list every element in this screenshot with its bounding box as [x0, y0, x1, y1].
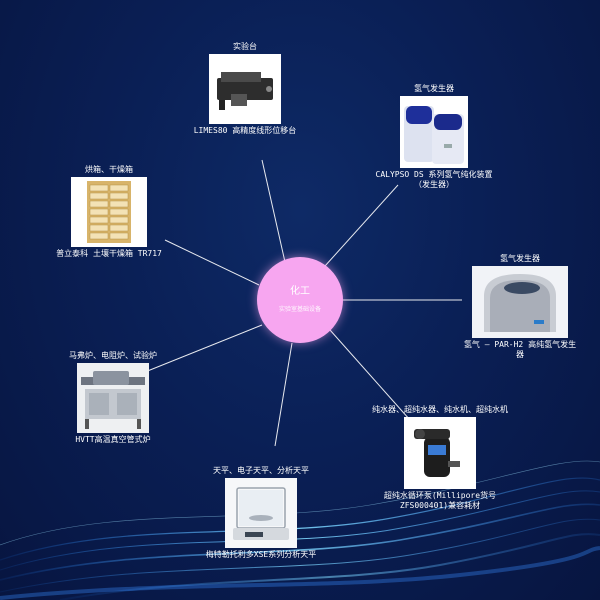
center-hub: 化工 实验室基础设备	[257, 257, 343, 343]
connector-lines	[144, 159, 462, 447]
analytical-balance-photo	[225, 478, 297, 548]
lab-bench-category: 实验台	[233, 42, 257, 51]
hydrogen-purifier-photo	[400, 96, 468, 168]
node-hydrogen-generator[interactable]: 氢气发生器 氢气 — PAR-H2 高纯氢气发生器	[462, 254, 578, 360]
node-drying-oven[interactable]: 烘箱、干燥箱 普立泰科 土壤干燥箱 TR717	[44, 165, 174, 259]
drying-cabinet-photo	[71, 177, 147, 247]
hydrogen-generator-category: 氢气发生器	[500, 254, 540, 263]
balance-caption: 梅特勒托利多XSE系列分析天平	[205, 550, 317, 559]
light-wave	[0, 460, 600, 600]
hydrogen-generator-caption: 氢气 — PAR-H2 高纯氢气发生器	[463, 340, 577, 359]
drying-oven-caption: 普立泰科 土壤干燥箱 TR717	[56, 249, 162, 258]
hydrogen-generator-photo	[472, 266, 568, 338]
water-pump-photo	[404, 417, 476, 489]
furnace-category: 马弗炉、电阻炉、试验炉	[69, 351, 157, 360]
tube-furnace-photo	[77, 363, 149, 433]
water-system-category: 纯水器、超纯水器、纯水机、超纯水机	[372, 405, 508, 414]
balance-category: 天平、电子天平、分析天平	[213, 466, 309, 475]
hydrogen-purifier-category: 氢气发生器	[414, 84, 454, 93]
drying-oven-category: 烘箱、干燥箱	[85, 165, 133, 174]
hydrogen-purifier-caption: CALYPSO DS 系列氢气纯化装置（发生器）	[375, 170, 493, 189]
furnace-caption: HVTT高温真空管式炉	[75, 435, 151, 444]
node-water-system[interactable]: 纯水器、超纯水器、纯水机、超纯水机 超纯水循环泵(Millipore货号ZFS0…	[370, 405, 510, 511]
lab-bench-caption: LIMES80 高精度线形位移台	[193, 126, 297, 135]
center-title: 化工	[290, 286, 310, 297]
node-hydrogen-purifier[interactable]: 氢气发生器 CALYPSO DS 系列氢气纯化装置（发生器）	[374, 84, 494, 190]
water-pump-caption: 超纯水循环泵(Millipore货号ZFS000401)兼容耗材	[383, 491, 497, 510]
center-subtitle: 实验室基础设备	[278, 306, 321, 313]
linear-stage-photo	[209, 54, 281, 124]
node-balance[interactable]: 天平、电子天平、分析天平 梅特勒托利多XSE系列分析天平	[186, 466, 336, 560]
node-furnace[interactable]: 马弗炉、电阻炉、试验炉 HVTT高温真空管式炉	[58, 351, 168, 445]
node-lab-bench[interactable]: 实验台 LIMES80 高精度线形位移台	[190, 42, 300, 136]
